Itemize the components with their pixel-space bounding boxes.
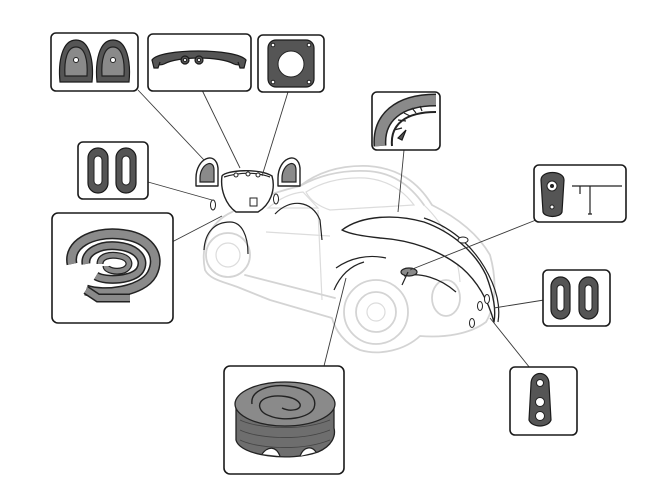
callout-antenna-seal: [533, 164, 627, 223]
seal-roll-icon: [66, 228, 161, 303]
taillight-seal-pair-icon: [58, 39, 131, 83]
rear-fender-outline: [203, 202, 323, 255]
rear-grommets-on-car: [210, 193, 279, 211]
callout-lid-handle-seal: [257, 34, 325, 93]
callout-license-light-seal: [147, 33, 252, 92]
callout-oval-grommets-front: [542, 269, 611, 327]
callout-turn-signal-seal: [509, 366, 578, 436]
oval-grommet-pair-icon: [87, 147, 137, 194]
callout-oval-grommets-rear: [77, 141, 149, 200]
leader-lines: [137, 89, 545, 369]
callout-seal-roll-rear: [51, 212, 174, 324]
turn-signal-seal-icon: [528, 372, 552, 427]
front-fender-edge: [333, 217, 500, 328]
seal-roll-icon: [234, 381, 336, 458]
oval-grommet-pair-icon: [550, 276, 599, 320]
taillight-right-on-car: [277, 157, 301, 187]
antenna-seal-icon: [540, 171, 622, 218]
callout-taillight-seals: [50, 32, 139, 92]
taillight-left-on-car: [195, 157, 219, 187]
fender-bead-icon: [373, 93, 437, 147]
license-light-seal-icon: [151, 50, 247, 69]
rear-lid-panel: [220, 170, 274, 213]
callout-fender-bead: [371, 91, 441, 151]
car-outline-ghost: [202, 165, 496, 354]
lid-handle-seal-icon: [267, 39, 315, 88]
callout-seal-roll-front: [223, 365, 345, 475]
antenna-base-on-car: [400, 267, 418, 286]
